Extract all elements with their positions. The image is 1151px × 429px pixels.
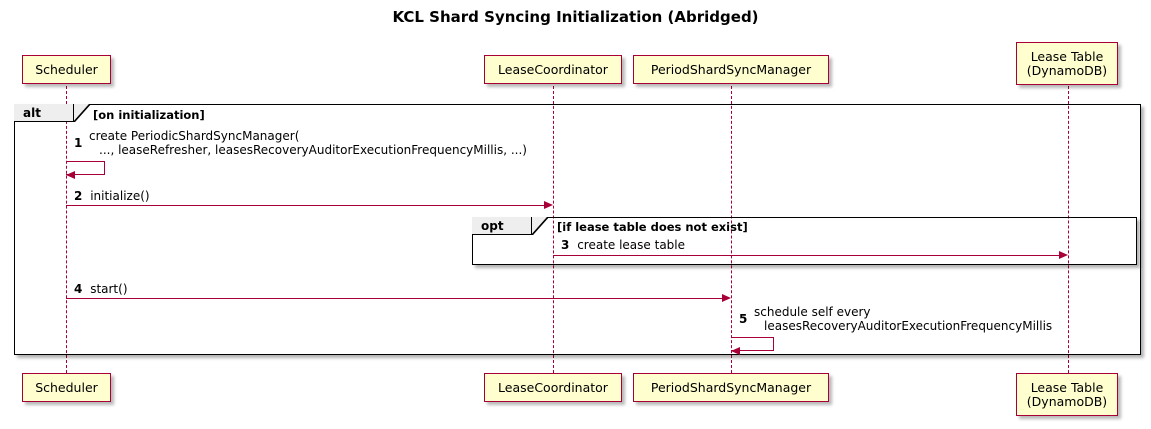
participant-lease-table-label-line1-bottom: Lease Table [1030, 379, 1104, 395]
lifeline-scheduler [66, 86, 67, 373]
message-5-number: 5 [739, 312, 748, 326]
message-2-number: 2 [74, 189, 83, 203]
message-5-text-line1: schedule self every [754, 305, 871, 319]
participant-scheduler-label-bottom: Scheduler [35, 379, 98, 395]
participant-lease-coordinator-bottom[interactable]: LeaseCoordinator [484, 373, 622, 402]
participant-lease-coordinator-label-bottom: LeaseCoordinator [498, 379, 608, 395]
participant-scheduler-bottom[interactable]: Scheduler [22, 373, 111, 402]
participant-lease-table-label-line1: Lease Table [1030, 48, 1104, 64]
message-1-arrowhead-icon [66, 170, 75, 179]
message-1-text-line2: ..., leaseRefresher, leasesRecoveryAudit… [99, 143, 527, 157]
fragment-opt-tab-corner-icon [532, 217, 548, 235]
message-3-number: 3 [561, 238, 570, 252]
message-1-text-line1: create PeriodicShardSyncManager( [89, 129, 300, 143]
message-1-number: 1 [74, 136, 83, 150]
message-2-label: 2 initialize() [74, 189, 150, 203]
message-5-label: 5 schedule self every leasesRecoveryAudi… [739, 305, 1052, 333]
fragment-alt-tab-corner-icon [74, 104, 90, 122]
lifeline-lease-table [1068, 86, 1069, 373]
diagram-title: KCL Shard Syncing Initialization (Abridg… [392, 8, 759, 26]
participant-lease-coordinator-top[interactable]: LeaseCoordinator [484, 55, 622, 84]
fragment-alt-guard: [on initialization] [93, 108, 205, 122]
message-4-line [66, 298, 722, 299]
participant-lease-table-top[interactable]: Lease Table (DynamoDB) [1016, 42, 1118, 85]
fragment-alt-operator-tab: alt [14, 104, 74, 122]
message-3-line [553, 255, 1059, 256]
message-5-self-loop [731, 337, 774, 351]
message-4-label: 4 start() [74, 282, 128, 296]
participant-scheduler-top[interactable]: Scheduler [22, 55, 111, 84]
message-2-arrowhead-icon [544, 200, 553, 209]
participant-lease-table-label-line2: (DynamoDB) [1026, 62, 1108, 78]
fragment-opt-guard: [if lease table does not exist] [557, 220, 748, 234]
message-5-arrowhead-icon [731, 346, 740, 355]
message-3-text: create lease table [577, 238, 686, 252]
message-4-number: 4 [74, 282, 83, 296]
lifeline-period-shard-sync-manager [731, 86, 732, 373]
fragment-opt-operator-tab: opt [472, 217, 532, 235]
fragment-opt-operator-label: opt [481, 218, 504, 233]
message-2-line [66, 205, 544, 206]
message-3-arrowhead-icon [1059, 250, 1068, 259]
message-5-text-line2: leasesRecoveryAuditorExecutionFrequencyM… [764, 319, 1053, 333]
fragment-opt [472, 217, 1137, 265]
participant-period-shard-sync-manager-label: PeriodShardSyncManager [650, 61, 812, 77]
message-4-arrowhead-icon [722, 293, 731, 302]
participant-lease-table-bottom[interactable]: Lease Table (DynamoDB) [1016, 373, 1118, 416]
message-4-text: start() [90, 282, 128, 296]
message-2-text: initialize() [90, 189, 150, 203]
participant-period-shard-sync-manager-top[interactable]: PeriodShardSyncManager [633, 55, 829, 84]
fragment-alt-operator-label: alt [23, 105, 41, 120]
participant-lease-coordinator-label: LeaseCoordinator [498, 61, 608, 77]
participant-period-shard-sync-manager-label-bottom: PeriodShardSyncManager [650, 379, 812, 395]
fragment-alt [14, 104, 1141, 355]
message-1-self-loop [66, 161, 105, 175]
lifeline-lease-coordinator [553, 86, 554, 373]
participant-period-shard-sync-manager-bottom[interactable]: PeriodShardSyncManager [633, 373, 829, 402]
message-3-label: 3 create lease table [561, 238, 685, 252]
participant-lease-table-label-line2-bottom: (DynamoDB) [1026, 393, 1108, 409]
message-1-label: 1 create PeriodicShardSyncManager( ..., … [74, 129, 527, 157]
participant-scheduler-label: Scheduler [35, 61, 98, 77]
